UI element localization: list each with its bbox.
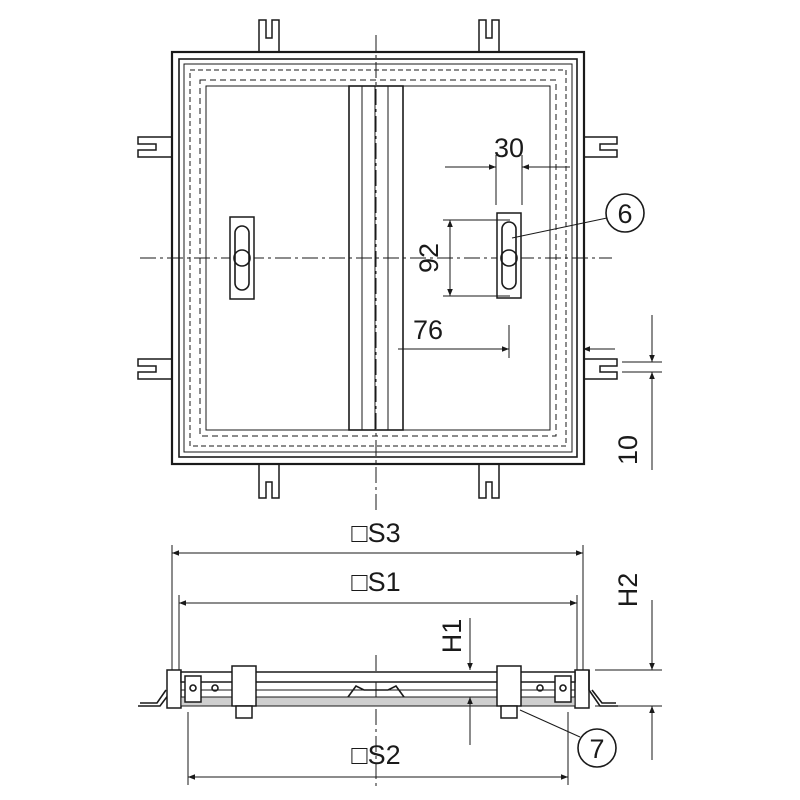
dim-92-label: 92 <box>414 243 444 273</box>
dimension-s2: □S2 <box>187 712 569 785</box>
dim-10-label: 10 <box>613 435 643 465</box>
lifting-handle-left <box>229 216 255 300</box>
frame-section <box>138 665 618 719</box>
dim-h1-label: H1 <box>437 619 467 654</box>
lifting-handle-right <box>496 212 522 299</box>
dim-s1-label: □S1 <box>351 567 400 597</box>
callout-6: 6 <box>511 193 645 239</box>
dimension-10: 10 <box>613 315 662 470</box>
dimension-92: 92 <box>414 219 510 297</box>
dimension-76: 76 <box>398 315 615 358</box>
callout-6-label: 6 <box>617 199 632 229</box>
dim-s3-label: □S3 <box>351 518 400 548</box>
plan-view: 30 92 76 10 6 <box>137 19 662 512</box>
anchor-lugs <box>137 19 618 499</box>
dimension-h1: H1 <box>437 618 473 745</box>
dimension-h2: H2 <box>595 573 662 760</box>
dimension-s3: □S3 <box>171 518 584 670</box>
callout-7: 7 <box>519 709 617 768</box>
dim-h2-label: H2 <box>613 573 643 608</box>
dimension-s1: □S1 <box>178 567 578 670</box>
callout-7-label: 7 <box>589 734 604 764</box>
dimension-30: 30 <box>445 133 570 205</box>
section-view: □S3 □S1 <box>138 518 662 790</box>
dim-76-label: 76 <box>413 315 443 345</box>
dim-30-label: 30 <box>494 133 524 163</box>
dim-s2-label: □S2 <box>351 740 400 770</box>
